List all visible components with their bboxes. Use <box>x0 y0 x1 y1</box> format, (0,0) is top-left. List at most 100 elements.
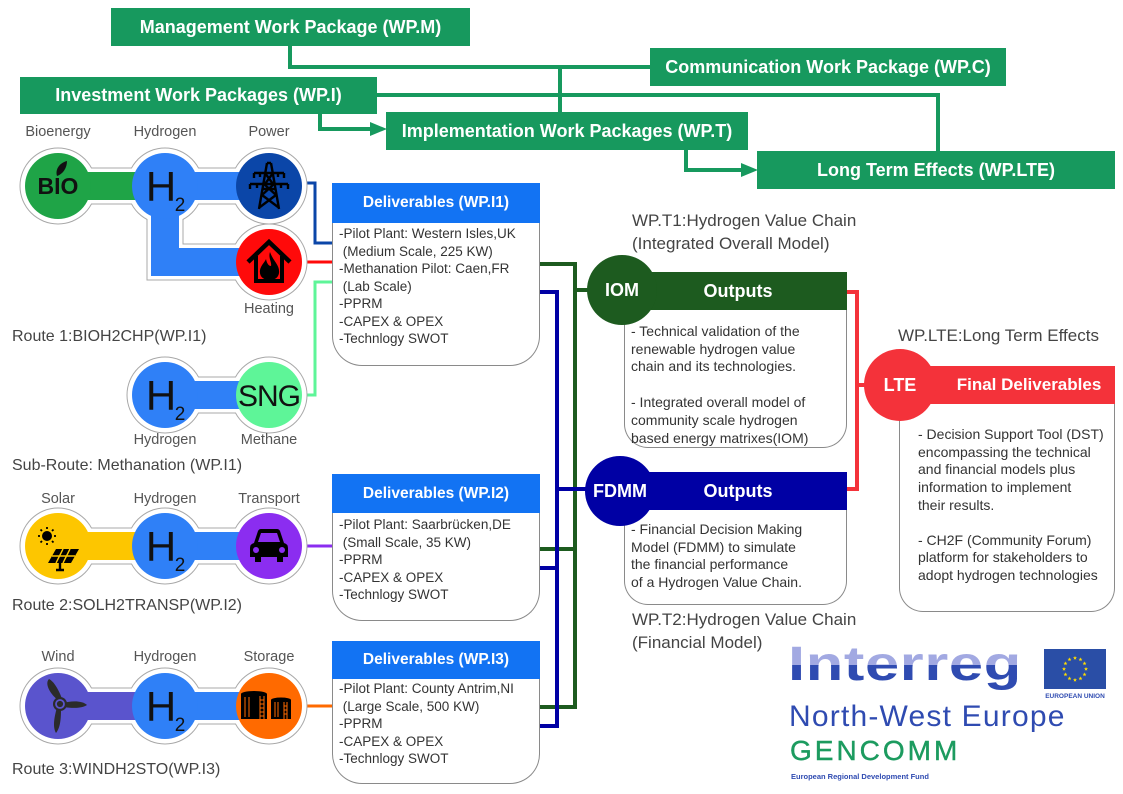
hydrogen-symbol: H <box>146 683 176 730</box>
deliverable-item: -Technlogy SWOT <box>339 587 449 602</box>
fdmm-outputs-body: - Financial Decision Making Model (FDMM)… <box>624 510 847 605</box>
fund-name: European Regional Development Fund <box>791 772 929 781</box>
node-hydrogen: H 2 <box>132 513 198 579</box>
deliverable-item: -PPRM <box>339 716 383 731</box>
hydrogen-symbol: H <box>146 163 176 210</box>
bio-text: BIO <box>38 173 79 199</box>
output-paragraph: - Integrated overall model of community … <box>631 394 846 447</box>
node-label: Hydrogen <box>133 124 197 140</box>
deliverable-item: (Large Scale, 500 KW) <box>339 698 480 714</box>
solar-panel-icon <box>38 527 79 572</box>
lte-title: WP.LTE:Long Term Effects <box>898 326 1099 345</box>
node-hydrogen: H 2 <box>132 673 198 739</box>
route-connectors <box>303 181 333 708</box>
connector-to-iom <box>539 262 592 709</box>
iom-outputs-header: Outputs <box>622 272 847 310</box>
output-line: Model (FDMM) to simulate <box>631 538 796 555</box>
fdmm-badge: FDMM <box>585 456 655 526</box>
deliverable-item: -CAPEX & OPEX <box>339 313 444 329</box>
leaf-icon <box>56 161 67 176</box>
node-solar <box>25 513 91 579</box>
node-power <box>236 153 302 219</box>
hydrogen-symbol: H <box>146 372 176 419</box>
deliverables-header: Deliverables (WP.I2) <box>332 474 540 513</box>
node-label: Wind <box>41 649 75 665</box>
output-line: chain and its technologies. <box>631 358 796 375</box>
lte-line: their results. <box>918 496 995 513</box>
wp-long-term-effects-box: Long Term Effects (WP.LTE) <box>757 151 1115 189</box>
node-circle <box>236 153 302 219</box>
eu-star-icon <box>1067 657 1072 662</box>
output-line: the financial performance <box>631 556 789 573</box>
deliverables-list: -Pilot Plant: Western Isles,UK (Medium S… <box>332 223 540 366</box>
house-flame-icon <box>246 238 292 283</box>
node-storage <box>236 673 302 739</box>
eu-star-icon <box>1067 676 1072 681</box>
deliverable-item: -Pilot Plant: County Antrim,NI <box>339 681 514 696</box>
node-label: Transport <box>238 491 300 507</box>
deliverable-item: -CAPEX & OPEX <box>339 733 444 749</box>
route-title: Route 2:SOLH2TRANSP(WP.I2) <box>12 597 243 614</box>
node-circle <box>236 673 302 739</box>
hydrogen-symbol: H <box>146 523 176 570</box>
node-circle <box>132 362 198 428</box>
output-line: of a Hydrogen Value Chain. <box>631 574 802 591</box>
deliverable-item: -PPRM <box>339 552 383 567</box>
deliverable-item: (Lab Scale) <box>339 278 412 294</box>
eu-star-icon <box>1082 672 1087 677</box>
lte-badge: LTE <box>864 349 936 421</box>
connector-wpi-to-wpt <box>318 114 372 131</box>
lte-line: information to implement <box>918 479 1072 496</box>
node-label: Power <box>248 124 290 140</box>
connector-wpm-to-wpc <box>288 46 652 69</box>
iom-title-line1: WP.T1:Hydrogen Value Chain <box>632 211 857 230</box>
node-label: Methane <box>240 432 298 448</box>
deliverables-header: Deliverables (WP.I3) <box>332 641 540 679</box>
route-title: Route 3:WINDH2STO(WP.I3) <box>12 761 221 778</box>
wp-communication-box: Communication Work Package (WP.C) <box>650 48 1006 86</box>
eu-star-icon <box>1073 655 1077 660</box>
eu-star-icon <box>1084 666 1088 671</box>
sun-icon <box>42 531 52 541</box>
wp-investment-box: Investment Work Packages (WP.I) <box>20 77 377 114</box>
deliverables-list: -Pilot Plant: Saarbrücken,DE (Small Scal… <box>332 513 540 621</box>
node-bioenergy: BIO <box>25 153 91 219</box>
deliverable-item: -Pilot Plant: Saarbrücken,DE <box>339 517 511 532</box>
node-label: Storage <box>243 649 295 665</box>
bio-icon: BIO <box>38 161 79 199</box>
node-label: Hydrogen <box>133 432 197 448</box>
hydrogen-icon: H 2 <box>146 683 185 736</box>
deliverable-item: -Technlogy SWOT <box>339 751 449 766</box>
lte-header-label: Final Deliverables <box>956 375 1102 394</box>
deliverable-item: -Pilot Plant: Western Isles,UK <box>339 226 516 241</box>
iom-title-line2: (Integrated Overall Model) <box>632 234 830 253</box>
hydrogen-subscript: 2 <box>175 555 186 576</box>
eu-label: EUROPEAN UNION <box>1045 693 1105 700</box>
route-title: Sub-Route: Methanation (WP.I1) <box>12 457 243 474</box>
deliverable-item: -PPRM <box>339 296 383 311</box>
deliverable-item: -Technlogy SWOT <box>339 331 449 346</box>
wp-management-box: Management Work Package (WP.M) <box>111 8 470 46</box>
output-line: based energy matrixes(IOM) <box>631 429 809 446</box>
node-wind <box>25 673 91 739</box>
output-paragraph: - Technical validation of the renewable … <box>631 323 846 376</box>
connector-power <box>303 181 333 245</box>
deliverables-header: Deliverables (WP.I1) <box>332 183 540 223</box>
node-methane: SNG <box>236 362 302 428</box>
eu-star-icon <box>1063 661 1068 666</box>
lte-line: platform for stakeholders to <box>918 549 1088 566</box>
project-name: GENCOMM <box>790 735 961 766</box>
hydrogen-icon: H 2 <box>146 372 185 425</box>
fdmm-title: WP.T2:Hydrogen Value Chain (Financial Mo… <box>632 608 856 654</box>
node-circle <box>132 153 198 219</box>
lte-line: encompassing the technical <box>918 443 1091 460</box>
node-label: Bioenergy <box>25 124 91 140</box>
connector-wpt-to-wplte <box>684 150 743 172</box>
deliverables-wp-i3: Deliverables (WP.I3) -Pilot Plant: Count… <box>332 641 540 784</box>
sng-icon: SNG <box>238 380 300 413</box>
node-transport <box>236 513 302 579</box>
region-name: North-West Europe <box>789 700 1066 733</box>
node-label: Hydrogen <box>133 491 197 507</box>
deliverable-item: -Methanation Pilot: Caen,FR <box>339 261 510 276</box>
lte-line: - CH2F (Community Forum) <box>918 531 1092 548</box>
